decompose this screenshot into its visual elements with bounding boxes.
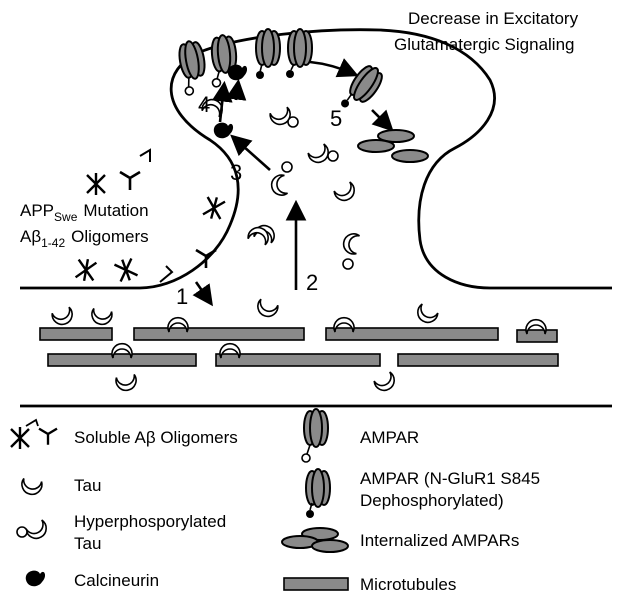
ampar-dephosphorylated: [286, 28, 313, 78]
tau-icon: [254, 298, 280, 320]
step-1: 1: [176, 284, 188, 309]
microtubule: [397, 353, 559, 367]
microtubule: [39, 327, 113, 341]
ampar-dephosphorylated: [255, 28, 281, 79]
arrow-step-4a: [211, 80, 233, 123]
legend-soluble-abeta: Soluble Aβ Oligomers: [74, 428, 238, 447]
pathway-arrows: [192, 58, 394, 307]
y-oligomer-icon: [118, 170, 142, 192]
step-5: 5: [330, 106, 342, 131]
legend: Soluble Aβ Oligomers Tau Hyperphosporyla…: [9, 408, 540, 594]
microtubule: [325, 327, 499, 341]
legend-tau-icon: [19, 477, 44, 497]
hyper-tau: [341, 231, 361, 270]
step-4: 4: [198, 92, 210, 117]
tau-icon: [413, 302, 440, 327]
arrow-step-5: [309, 58, 359, 78]
star-oligomer-icon: [85, 171, 107, 197]
ampar-dephosphorylated: [341, 60, 388, 108]
hyper-tau: [269, 161, 293, 198]
microtubules: [39, 327, 559, 367]
legend-tau: Tau: [74, 476, 101, 495]
tau-icon: [114, 373, 139, 393]
legend-ampar: AMPAR: [360, 428, 419, 447]
hyperphosphorylated-tau-group: [268, 106, 361, 270]
fibril-icon: [139, 148, 151, 162]
fibril-icon: [159, 265, 174, 283]
legend-microtubules: Microtubules: [360, 575, 456, 594]
arrow-step-1: [192, 281, 213, 307]
arrow-internalization: [371, 109, 394, 132]
arrow-step-4b: [225, 78, 247, 101]
legend-microtubule-icon: [283, 577, 349, 591]
abeta-oligomers-outside: [74, 148, 227, 285]
tau-icon: [372, 370, 399, 395]
legend-calcineurin: Calcineurin: [74, 571, 159, 590]
legend-calcineurin-icon: [25, 570, 46, 587]
legend-hyper-tau-icon: [16, 518, 51, 543]
step-2: 2: [306, 270, 318, 295]
legend-ampar-dephos-line2: Dephosphorylated): [360, 491, 504, 510]
legend-hyper-tau-line1: Hyperphosporylated: [74, 512, 226, 531]
tau-icon: [50, 306, 76, 328]
title-line2: Glutamatergic Signaling: [394, 35, 574, 54]
ampar: [175, 38, 209, 96]
step-3: 3: [230, 160, 242, 185]
microtubule: [47, 353, 197, 367]
legend-internalized: Internalized AMPARs: [360, 531, 519, 550]
ampar: [209, 33, 239, 88]
calcineurin-icon: [213, 122, 234, 139]
calcineurin-icon: [227, 64, 248, 81]
legend-ampar-dephos-icon: [305, 468, 331, 518]
microtubule: [215, 353, 381, 367]
membrane-ampars: [175, 28, 388, 108]
internalized-ampars: [357, 129, 429, 163]
tau-icon: [89, 307, 114, 327]
spine-membrane: [20, 28, 612, 290]
hyper-tau: [268, 106, 299, 128]
title-line1: Decrease in Excitatory: [408, 9, 579, 28]
hyper-tau: [306, 142, 339, 167]
legend-ampar-dephos-line1: AMPAR (N-GluR1 S845: [360, 469, 540, 488]
legend-ampar-icon: [301, 408, 329, 463]
tau-icon: [332, 180, 359, 205]
legend-hyper-tau-line2: Tau: [74, 534, 101, 553]
star-oligomer-icon: [74, 256, 98, 284]
legend-internalized-icon: [281, 527, 349, 553]
microtubule: [133, 327, 305, 341]
star-oligomer-icon: [201, 193, 227, 223]
microtubule: [516, 329, 558, 343]
arrow-step-3: [230, 134, 271, 171]
star-oligomer-icon: [112, 255, 140, 285]
legend-abeta-icon: [9, 418, 59, 451]
